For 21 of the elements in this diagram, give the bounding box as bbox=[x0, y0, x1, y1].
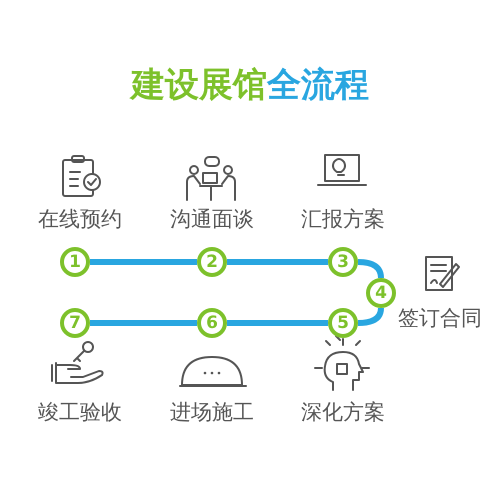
connector-line bbox=[358, 259, 384, 278]
title: 建设展馆全流程 bbox=[128, 64, 370, 107]
step-label: 在线预约 bbox=[38, 206, 122, 233]
step-label: 竣工验收 bbox=[38, 399, 122, 426]
step-circle: 5 bbox=[328, 308, 358, 338]
step-circle: 2 bbox=[197, 247, 227, 277]
step-circle: 7 bbox=[60, 308, 90, 338]
connector-line bbox=[227, 320, 328, 326]
step-label: 汇报方案 bbox=[301, 206, 385, 233]
step-label: 沟通面谈 bbox=[170, 206, 254, 233]
step-label: 签订合同 bbox=[398, 305, 482, 332]
connector-line bbox=[90, 259, 197, 265]
step-circle: 1 bbox=[60, 247, 90, 277]
step-circle: 6 bbox=[197, 308, 227, 338]
connector-line bbox=[90, 320, 197, 326]
step-circle: 3 bbox=[328, 247, 358, 277]
step-circle: 4 bbox=[366, 278, 396, 308]
connector-line bbox=[358, 308, 384, 326]
connector-line bbox=[227, 259, 328, 265]
step-label: 进场施工 bbox=[170, 399, 254, 426]
step-label: 深化方案 bbox=[301, 399, 385, 426]
